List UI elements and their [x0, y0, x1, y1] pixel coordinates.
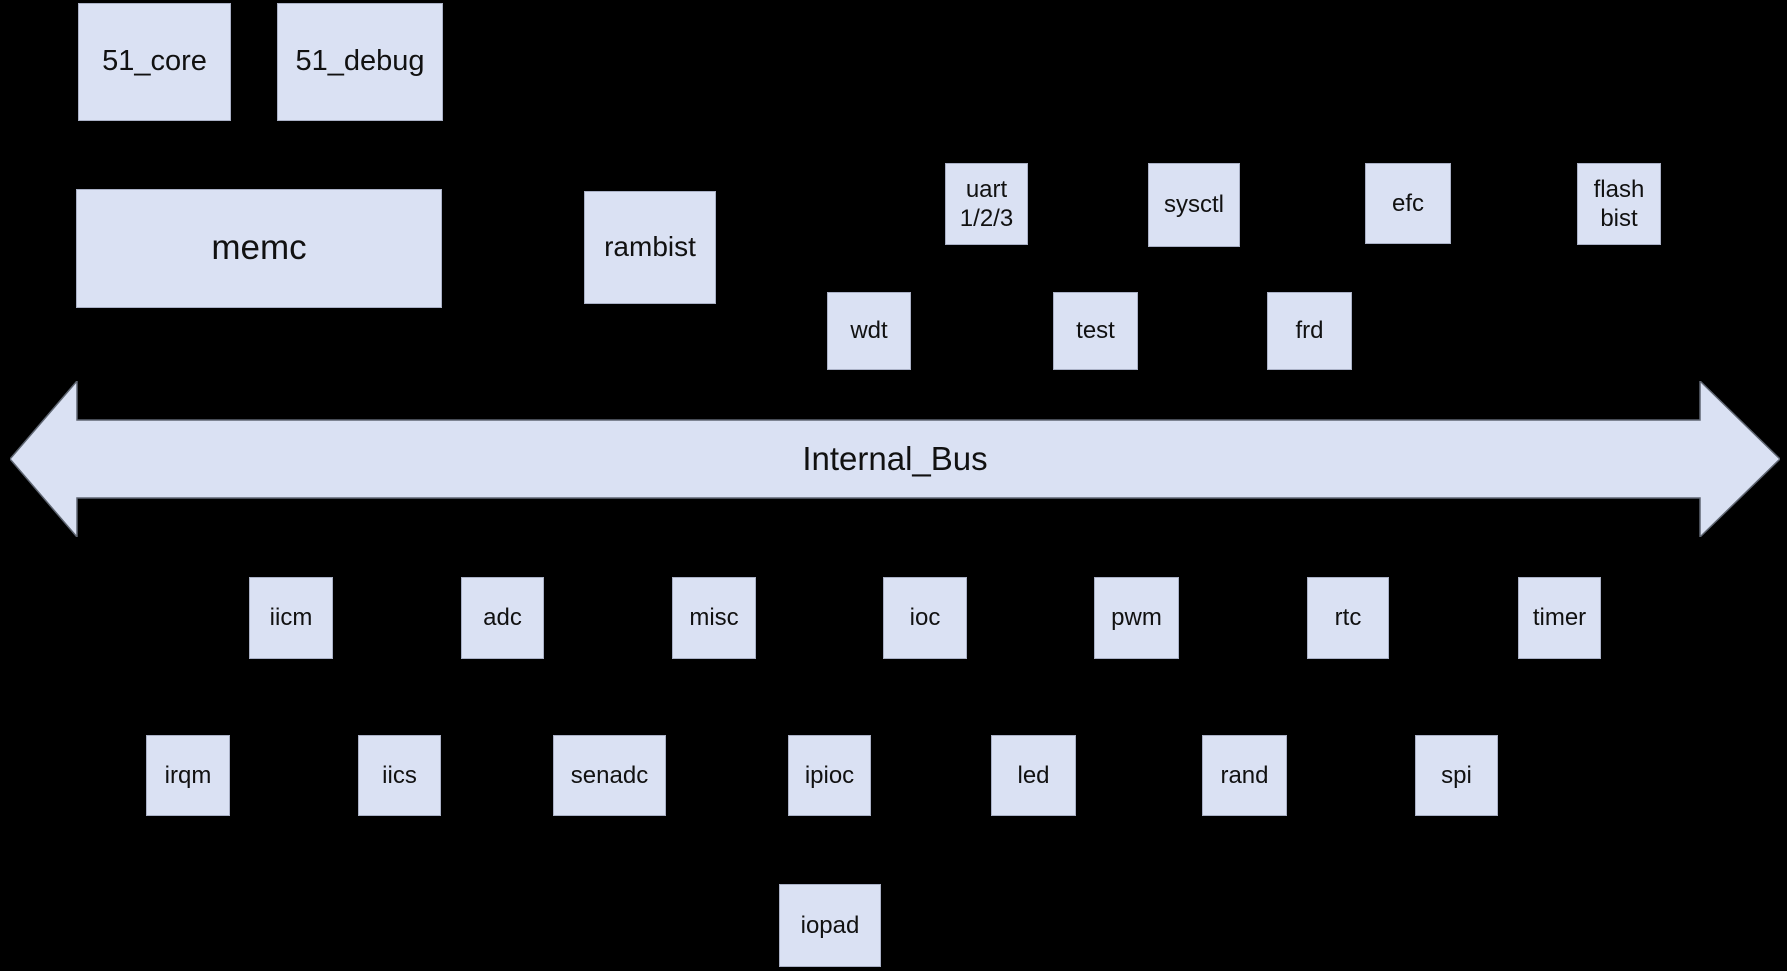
block-wdt: wdt — [827, 292, 911, 370]
block-timer: timer — [1518, 577, 1601, 659]
block-test: test — [1053, 292, 1138, 370]
block-rand: rand — [1202, 735, 1287, 816]
block-frd: frd — [1267, 292, 1352, 370]
block-pwm: pwm — [1094, 577, 1179, 659]
block-sysctl: sysctl — [1148, 163, 1240, 247]
block-rambist: rambist — [584, 191, 716, 304]
block-ioc: ioc — [883, 577, 967, 659]
block-iicm: iicm — [249, 577, 333, 659]
block-spi: spi — [1415, 735, 1498, 816]
block-memc: memc — [76, 189, 442, 308]
internal-bus-label: Internal_Bus — [802, 440, 988, 477]
block-ipioc: ipioc — [788, 735, 871, 816]
internal-bus-arrow: Internal_Bus — [10, 381, 1780, 537]
block-iics: iics — [358, 735, 441, 816]
double-arrow-shape — [10, 381, 1780, 537]
double-arrow-polygon — [10, 381, 1780, 537]
block-iopad: iopad — [779, 884, 881, 967]
block-efc: efc — [1365, 163, 1451, 244]
block-rtc: rtc — [1307, 577, 1389, 659]
block-51-debug: 51_debug — [277, 3, 443, 121]
block-irqm: irqm — [146, 735, 230, 816]
block-flashbist: flash bist — [1577, 163, 1661, 245]
block-adc: adc — [461, 577, 544, 659]
block-senadc: senadc — [553, 735, 666, 816]
block-led: led — [991, 735, 1076, 816]
block-51-core: 51_core — [78, 3, 231, 121]
block-uart123: uart 1/2/3 — [945, 163, 1028, 245]
block-misc: misc — [672, 577, 756, 659]
